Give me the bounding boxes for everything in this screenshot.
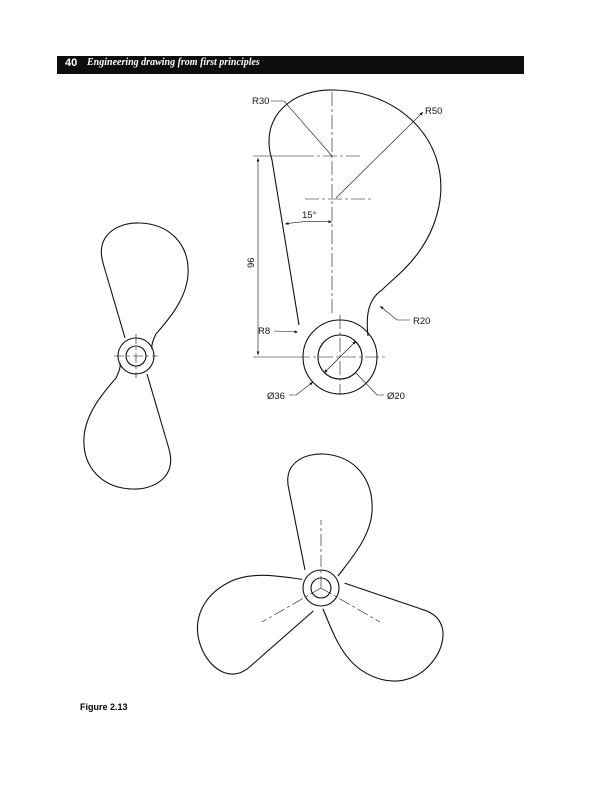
two-blade-propeller — [83, 222, 189, 490]
dim-angle-15: 15° — [302, 210, 317, 221]
r50-leader — [335, 111, 424, 199]
page-number: 40 — [65, 57, 78, 69]
dim-r50: R50 — [425, 106, 442, 117]
three-blade-blade — [196, 574, 314, 675]
book-title: Engineering drawing from first principle… — [87, 57, 260, 68]
dimensioned-blade — [253, 89, 442, 396]
dim-r30: R30 — [252, 96, 269, 107]
r8-leader — [273, 330, 299, 334]
three-blade-axis — [261, 587, 322, 623]
dia20-line — [323, 340, 357, 374]
three-blade-axis — [320, 587, 381, 623]
dim-dia20: Ø20 — [387, 391, 405, 402]
dim-r20: R20 — [413, 316, 430, 327]
figure-caption: Figure 2.13 — [80, 702, 128, 712]
dim-96: 96 — [246, 257, 257, 268]
dim-r8: R8 — [258, 326, 270, 337]
lower-blade — [83, 362, 172, 490]
r30-leader — [271, 100, 333, 157]
r20-leader — [379, 305, 410, 321]
blade-outline — [268, 89, 442, 337]
upper-blade — [100, 222, 189, 350]
three-blade-blade — [287, 453, 373, 577]
dia20-leader — [355, 372, 384, 396]
angle-arc — [284, 220, 333, 225]
three-blade-blade — [322, 582, 444, 682]
dim-dia36: Ø36 — [267, 391, 285, 402]
running-header: 40 Engineering drawing from first princi… — [57, 56, 524, 74]
dia36-leader — [289, 381, 314, 396]
three-blade-propeller — [196, 453, 444, 682]
